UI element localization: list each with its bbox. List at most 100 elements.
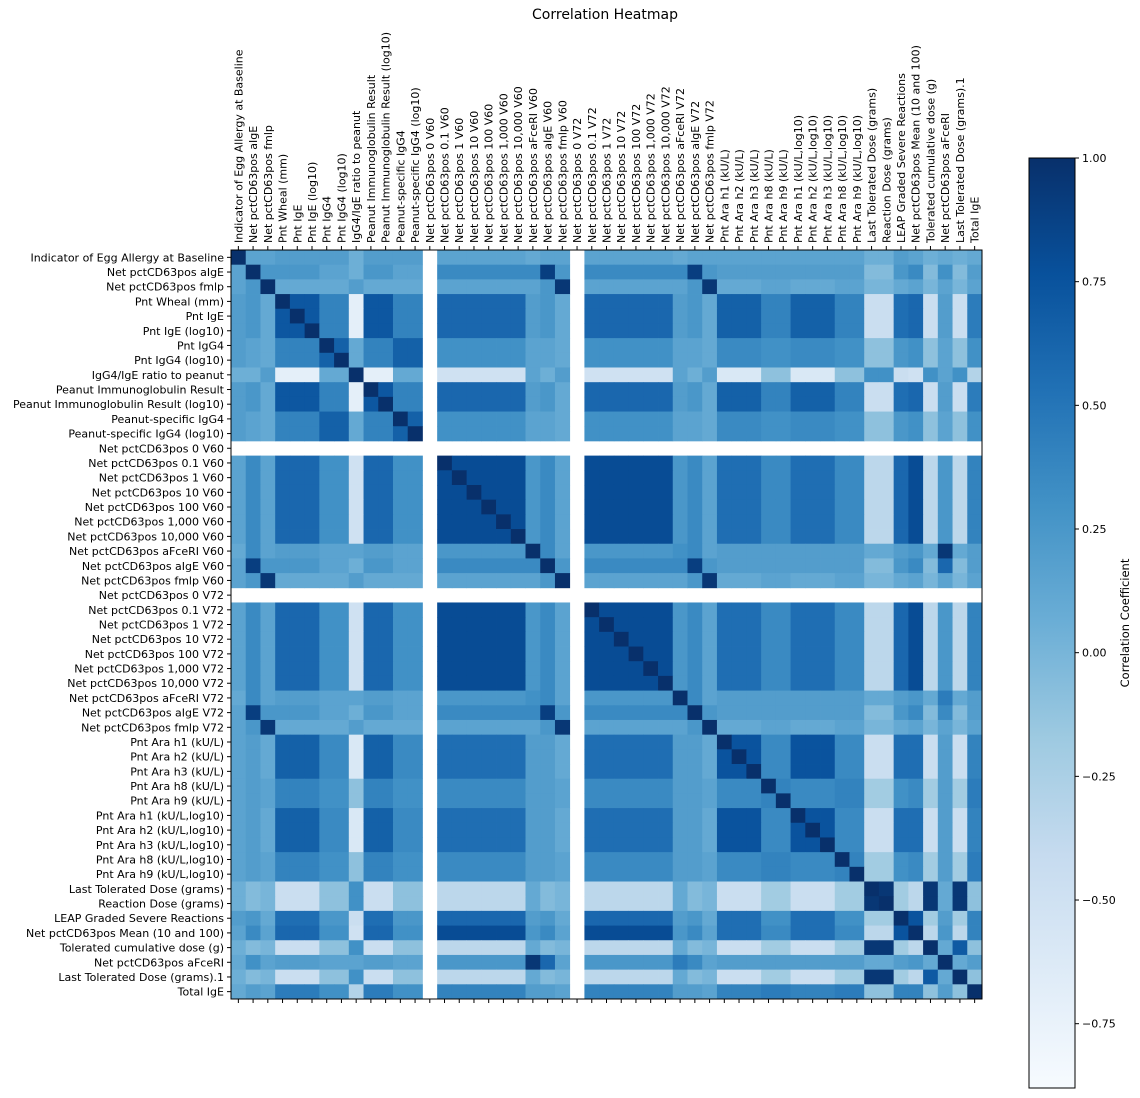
heatmap-cell: [510, 646, 526, 662]
heatmap-cell: [952, 896, 968, 912]
heatmap-cell: [260, 514, 276, 530]
heatmap-cell: [599, 822, 615, 838]
heatmap-cell: [775, 250, 791, 266]
heatmap-cell: [245, 529, 261, 545]
heatmap-cell: [643, 543, 659, 559]
heatmap-cell: [540, 969, 556, 985]
heatmap-cell: [334, 484, 350, 501]
heatmap-cell: [643, 954, 659, 971]
heatmap-cell: [554, 617, 571, 633]
heatmap-cell: [761, 822, 777, 838]
heatmap-cell: [613, 837, 629, 853]
heatmap-cell: [702, 837, 718, 853]
heatmap-cell: [613, 808, 629, 824]
heatmap-cell: [584, 396, 600, 412]
heatmap-cell: [952, 514, 968, 530]
heatmap-cell: [304, 925, 320, 941]
heatmap-cell: [834, 896, 850, 912]
heatmap-cell: [245, 484, 261, 501]
heatmap-cell: [319, 764, 335, 780]
heatmap-cell: [584, 470, 600, 486]
heatmap-cell: [937, 455, 953, 471]
heatmap-cell: [540, 984, 556, 1000]
heatmap-cell: [702, 822, 718, 838]
heatmap-cell: [334, 954, 350, 971]
heatmap-cell: [775, 631, 791, 647]
heatmap-cell: [878, 323, 895, 339]
y-tick-label: Pnt Ara h9 (kU/L,log10): [96, 868, 224, 881]
heatmap-cell: [864, 925, 880, 941]
heatmap-cell: [245, 910, 261, 926]
heatmap-cell: [554, 352, 571, 368]
heatmap-cell: [893, 749, 909, 765]
heatmap-cell: [967, 675, 983, 691]
heatmap-cell: [952, 250, 968, 266]
heatmap-cell: [231, 617, 247, 633]
heatmap-cell: [437, 352, 453, 368]
heatmap-cell: [481, 264, 497, 280]
heatmap-cell: [407, 646, 423, 662]
heatmap-cell: [510, 338, 526, 354]
heatmap-cell: [451, 602, 468, 618]
heatmap-cell: [525, 411, 541, 427]
heatmap-cell: [584, 631, 600, 647]
heatmap-cell: [451, 896, 468, 912]
heatmap-cell: [878, 573, 895, 589]
heatmap-cell: [319, 646, 335, 662]
y-tick-label: Net pctCD63pos aFceRI V60: [69, 545, 224, 558]
heatmap-cell: [260, 852, 276, 868]
heatmap-cell: [540, 558, 556, 574]
heatmap-cell: [392, 940, 409, 956]
heatmap-cell: [746, 484, 762, 501]
heatmap-cell: [260, 646, 276, 662]
heatmap-cell: [908, 558, 924, 574]
heatmap-cell: [510, 690, 526, 706]
heatmap-cell: [540, 896, 556, 912]
heatmap-cell: [481, 690, 497, 706]
heatmap-cell: [643, 881, 659, 897]
heatmap-cell: [761, 866, 777, 882]
heatmap-cell: [775, 543, 791, 559]
heatmap-cell: [392, 954, 409, 971]
heatmap-cell: [245, 675, 261, 691]
heatmap-cell: [289, 705, 306, 721]
heatmap-cell: [702, 734, 718, 750]
heatmap-cell: [805, 411, 821, 427]
heatmap-cell: [437, 881, 453, 897]
x-tick-label: Peanut Immunoglobulin Result (log10): [380, 32, 393, 243]
y-tick-label: Pnt Ara h8 (kU/L,log10): [96, 853, 224, 866]
heatmap-cell: [805, 529, 821, 545]
heatmap-cell: [849, 529, 865, 545]
heatmap-cell: [658, 690, 674, 706]
heatmap-cell: [540, 719, 556, 736]
heatmap-cell: [775, 382, 791, 398]
heatmap-cell: [466, 764, 482, 780]
heatmap-cell: [334, 558, 350, 574]
heatmap-cell: [775, 719, 791, 736]
heatmap-cell: [643, 940, 659, 956]
heatmap-cell: [775, 573, 791, 589]
heatmap-cell: [923, 954, 939, 971]
heatmap-cell: [658, 822, 674, 838]
heatmap-cell: [967, 382, 983, 398]
heatmap-cell: [496, 808, 512, 824]
heatmap-cell: [731, 279, 747, 295]
heatmap-cell: [348, 529, 364, 545]
heatmap-cell: [260, 294, 276, 310]
heatmap-cell: [820, 896, 836, 912]
heatmap-cell: [761, 514, 777, 530]
heatmap-cell: [820, 323, 836, 339]
heatmap-cell: [820, 499, 836, 515]
heatmap-cell: [658, 352, 674, 368]
heatmap-cell: [378, 837, 394, 853]
heatmap-cell: [643, 367, 659, 383]
heatmap-cell: [363, 617, 379, 633]
heatmap-cell: [967, 764, 983, 780]
heatmap-cell: [289, 396, 306, 412]
heatmap-cell: [334, 646, 350, 662]
heatmap-cell: [820, 573, 836, 589]
heatmap-cell: [643, 264, 659, 280]
heatmap-cell: [923, 808, 939, 824]
heatmap-cell: [893, 910, 909, 926]
heatmap-cell: [834, 484, 850, 501]
